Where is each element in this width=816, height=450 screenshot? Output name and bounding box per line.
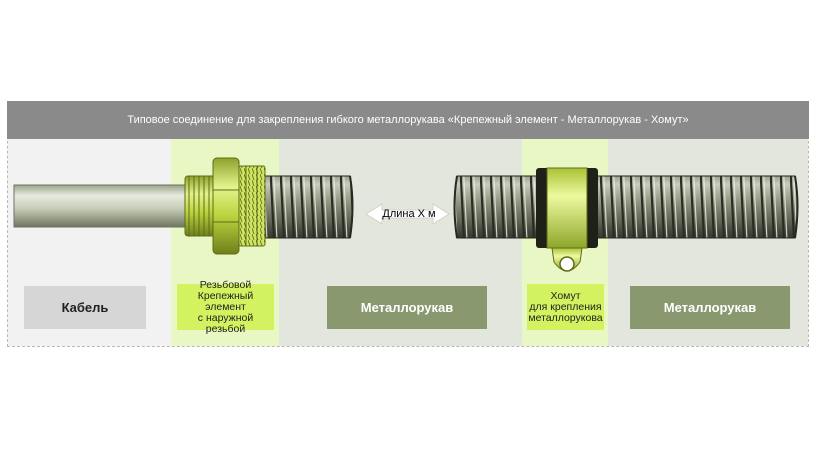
label-hose-left: Металлорукав [327, 286, 487, 329]
hose-right [454, 175, 798, 239]
length-arrow [365, 203, 450, 225]
label-cable: Кабель [24, 286, 146, 329]
label-hose-right: Металлорукав [630, 286, 790, 329]
label-fitting-line1: Резьбовой [199, 278, 252, 291]
label-clamp-line3: металлорукова [528, 311, 603, 324]
label-clamp: Хомут для крепления металлорукова [527, 284, 604, 330]
label-fitting-line3: с наружной резьбой [197, 311, 254, 335]
label-fitting: Резьбовой Крепежный элемент с наружной р… [177, 279, 274, 334]
cable [13, 184, 193, 228]
label-clamp-line2: для крепления [529, 300, 602, 313]
label-clamp-line1: Хомут [550, 289, 581, 302]
clamp [536, 167, 598, 272]
length-label: Длина Х м [382, 207, 436, 220]
diagram-title: Типовое соединение для закрепления гибко… [7, 101, 809, 139]
label-fitting-line2: Крепежный элемент [197, 289, 254, 313]
hose-left [261, 175, 353, 239]
threaded-fitting [184, 157, 266, 255]
